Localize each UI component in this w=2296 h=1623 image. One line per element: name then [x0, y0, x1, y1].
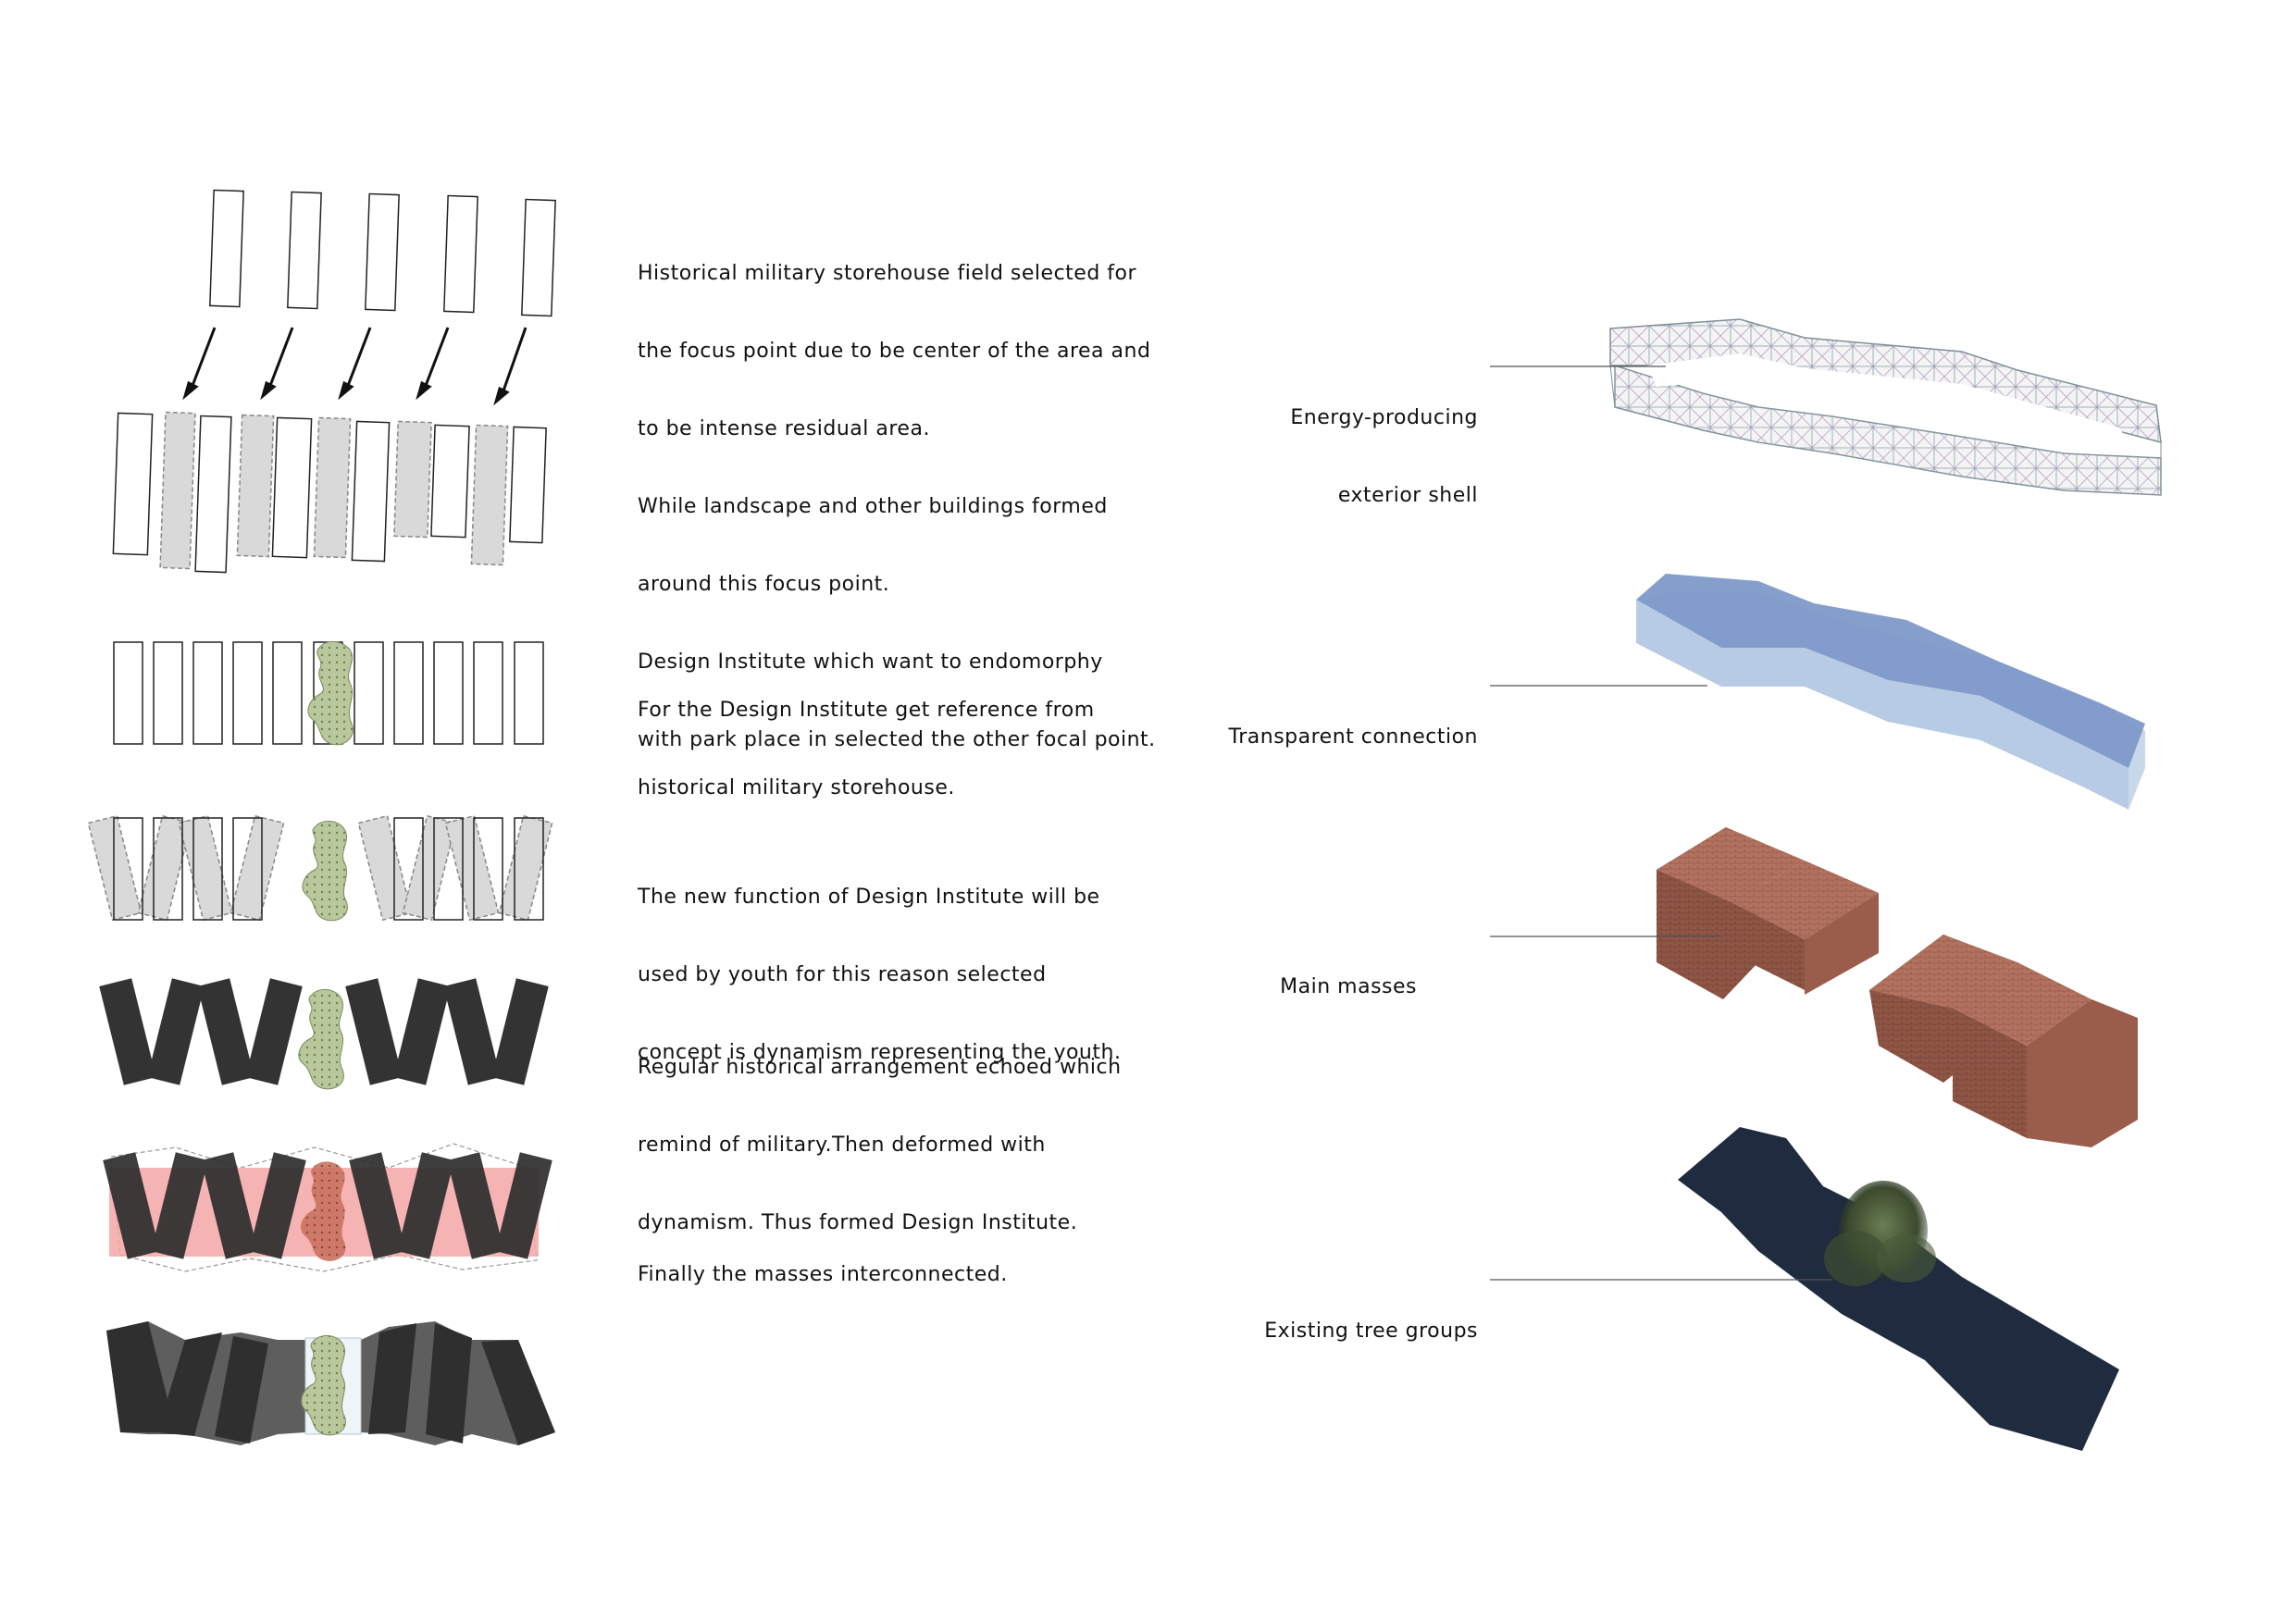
- step-2-line: historical military storehouse.: [638, 776, 955, 799]
- label-line: Existing tree groups: [1264, 1319, 1478, 1343]
- label-line: Main masses: [1280, 975, 1417, 998]
- transparent-connection-model: [1636, 574, 2145, 810]
- storehouse-row-rotated: [87, 814, 553, 922]
- step-2-description: For the Design Institute get reference f…: [638, 646, 1095, 827]
- dark-zigzag-masses: [99, 978, 549, 1085]
- tree-groups-model: [1678, 1127, 2119, 1451]
- park-blob-2: [302, 821, 348, 922]
- step-3-description: The new function of Design Institute wil…: [638, 833, 1121, 1092]
- interconnected-masses: [103, 1143, 552, 1272]
- step-4-description: Regular historical arrangement echoed wh…: [638, 1003, 1122, 1262]
- step-1-line: with park place in selected the other fo…: [638, 728, 1156, 751]
- exterior-shell-model: [1609, 318, 2162, 496]
- step-1-line: the focus point due to be center of the …: [638, 340, 1151, 363]
- step-3-line: concept is dynamism representing the you…: [638, 1041, 1122, 1064]
- step-1-line: to be intense residual area.: [638, 417, 930, 440]
- step-1-line: around this focus point.: [638, 573, 890, 596]
- label-exterior-shell: Energy-producing exterior shell: [1290, 353, 1478, 535]
- step-5-line: Finally the masses interconnected.: [638, 1263, 1008, 1286]
- storehouse-row-interleaved: [112, 411, 547, 574]
- label-line: Transparent connection: [1228, 725, 1478, 749]
- step-5-description: Finally the masses interconnected.: [638, 1210, 1008, 1314]
- step-1-line: While landscape and other buildings form…: [638, 495, 1108, 518]
- label-line: Energy-producing: [1290, 406, 1478, 429]
- label-tree-groups: Existing tree groups: [1264, 1267, 1478, 1370]
- step-1-description: Historical military storehouse field sel…: [638, 209, 1156, 779]
- label-line: exterior shell: [1337, 484, 1478, 507]
- storehouse-row-regular: [113, 641, 544, 745]
- step-2-line: For the Design Institute get reference f…: [638, 699, 1095, 722]
- step-4-line: dynamism. Thus formed Design Institute.: [638, 1211, 1078, 1234]
- label-transparent-connection: Transparent connection: [1229, 673, 1478, 776]
- main-masses-model: [1657, 827, 2138, 1147]
- park-blob-1: [307, 641, 354, 746]
- label-main-masses: Main masses: [1280, 923, 1417, 1026]
- step-4-line: remind of military.Then deformed with: [638, 1134, 1046, 1157]
- step-1-line: Historical military storehouse field sel…: [638, 262, 1137, 285]
- shift-arrows: [182, 327, 527, 406]
- step-1-line: Design Institute which want to endomorph…: [638, 650, 1103, 674]
- step-3-line: The new function of Design Institute wil…: [638, 886, 1100, 909]
- step-4-line: Regular historical arrangement echoed wh…: [638, 1056, 1122, 1079]
- step-3-line: used by youth for this reason selected: [638, 963, 1047, 986]
- storehouse-row-top: [209, 189, 556, 317]
- final-form: [106, 1321, 555, 1445]
- park-blob-3: [298, 989, 344, 1090]
